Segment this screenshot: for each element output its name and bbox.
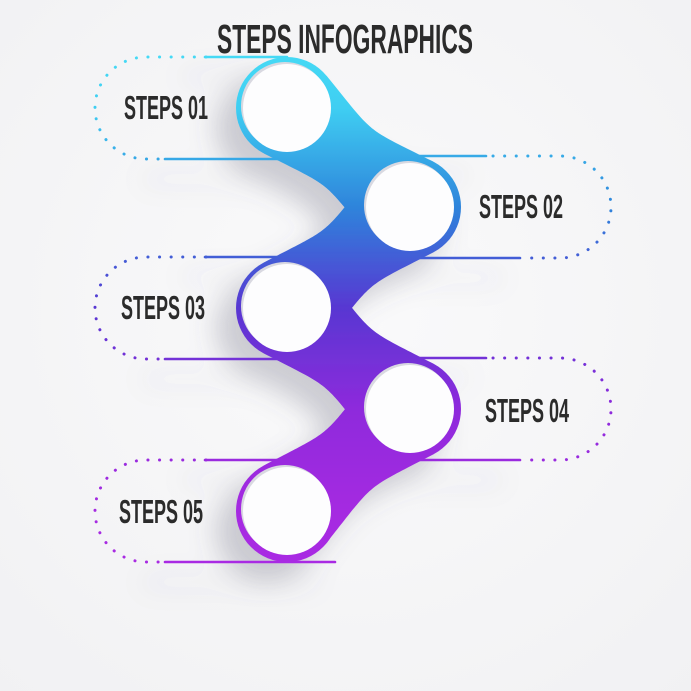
step-03-label: STEPS 03 — [121, 289, 205, 326]
step-04-circle — [366, 365, 454, 453]
capsule-outlines — [93, 55, 613, 564]
step-04-capsule-outline — [491, 356, 613, 462]
step-01-capsule-outline — [93, 55, 208, 161]
step-05-label: STEPS 05 — [119, 493, 203, 530]
page-title: STEPS INFOGRAPHICS — [217, 16, 473, 62]
step-03-capsule-outline — [93, 255, 208, 361]
ribbon-and-circles — [163, 55, 522, 564]
step-05-capsule-outline — [93, 458, 208, 564]
step-04-label: STEPS 04 — [485, 392, 569, 429]
step-02-capsule-outline — [491, 154, 613, 260]
step-01-circle — [243, 64, 331, 152]
step-03-circle — [243, 264, 331, 352]
labels: STEPS INFOGRAPHICS STEPS 01 STEPS 02 STE… — [119, 16, 569, 530]
step-02-circle — [366, 163, 454, 251]
step-01-label: STEPS 01 — [124, 89, 208, 126]
step-02-label: STEPS 02 — [479, 188, 563, 225]
step-05-circle — [243, 467, 331, 555]
